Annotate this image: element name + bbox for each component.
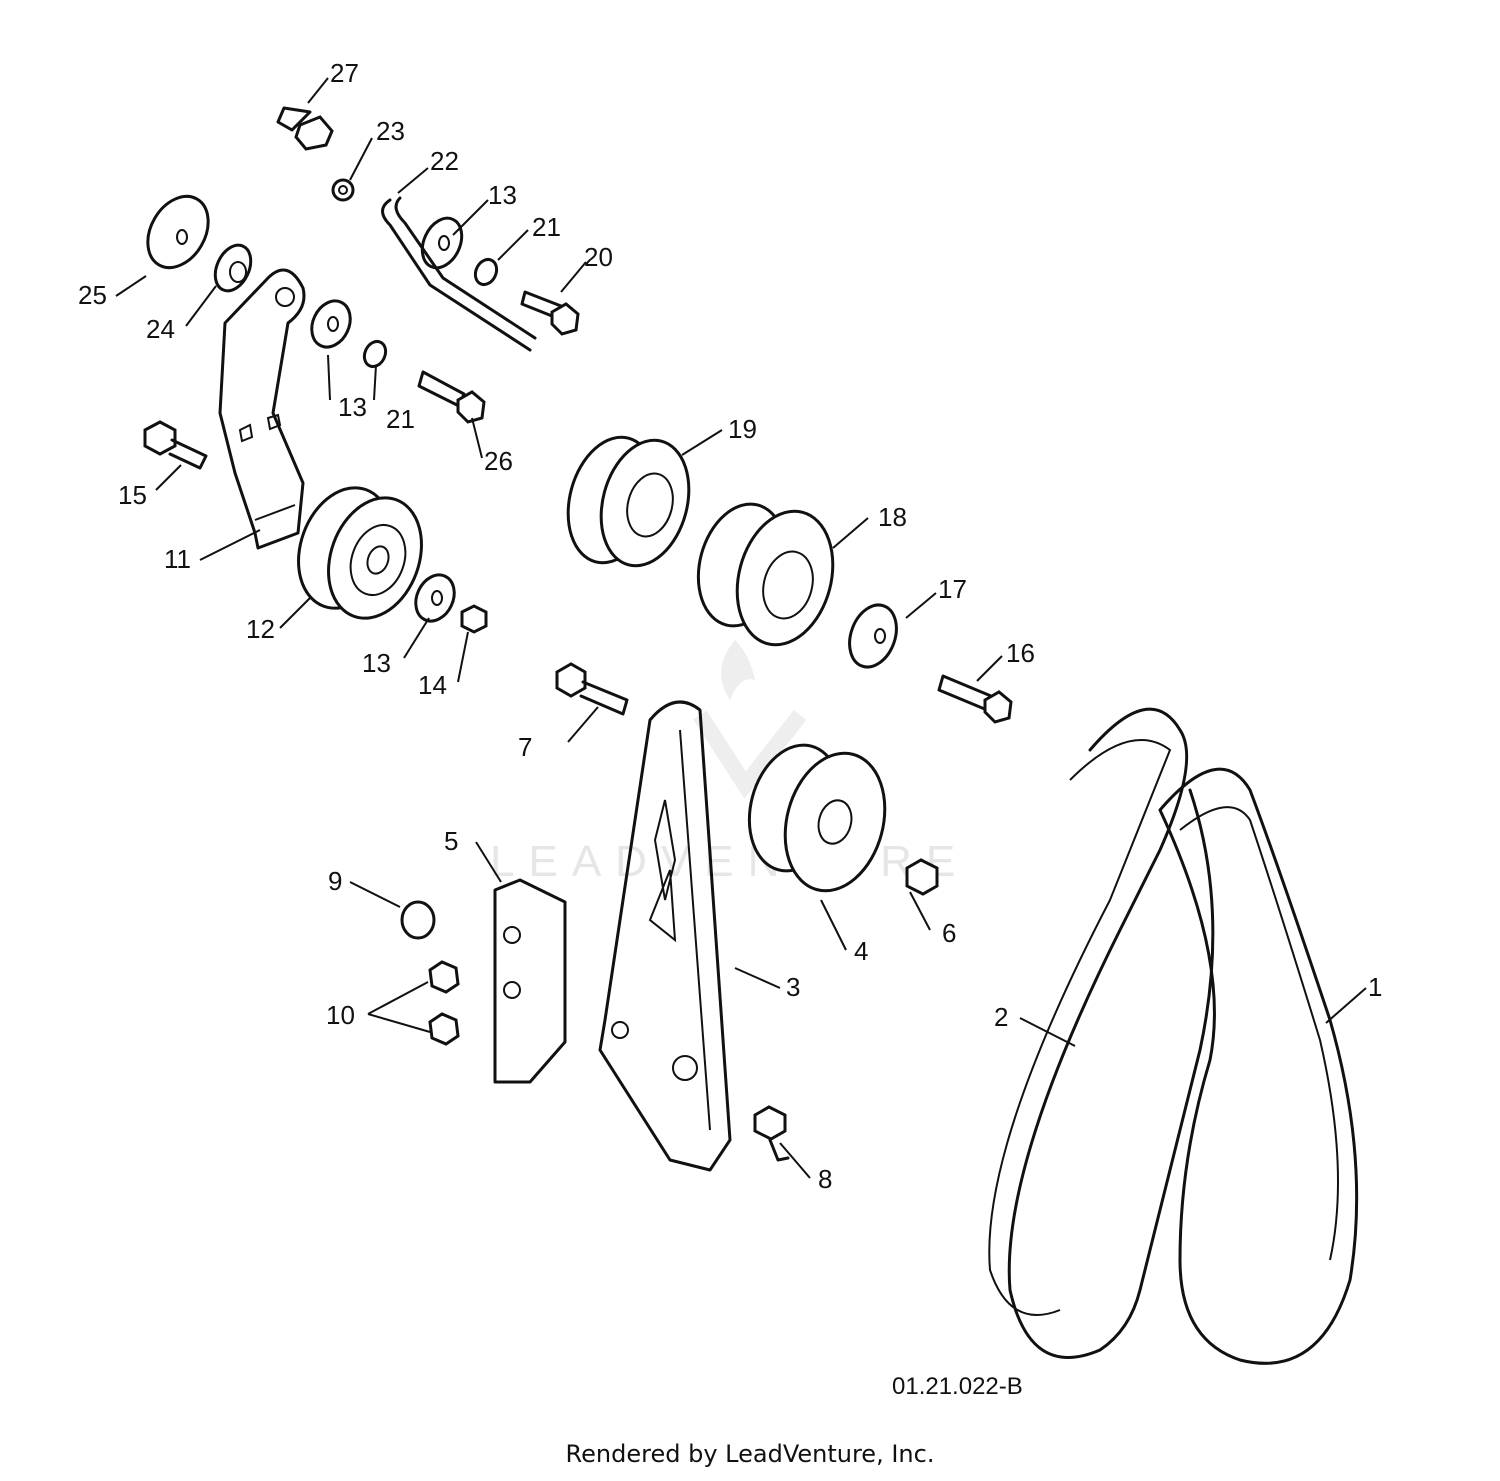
callout-2: 2 — [994, 1002, 1008, 1032]
callout-16: 16 — [1006, 638, 1035, 668]
washer-13-top — [420, 216, 464, 270]
callout-24: 24 — [146, 314, 175, 344]
rod-22 — [381, 196, 537, 352]
spacer-17 — [848, 603, 898, 669]
callout-18: 18 — [878, 502, 907, 532]
leader-lines — [115, 77, 1367, 1179]
pulley-4 — [747, 743, 887, 893]
callout-4: 4 — [854, 936, 868, 966]
callout-22: 22 — [430, 146, 459, 176]
callout-9: 9 — [328, 866, 342, 896]
callout-15: 15 — [118, 480, 147, 510]
spacer-24 — [213, 243, 253, 293]
pulley-12 — [297, 486, 423, 620]
callout-12: 12 — [246, 614, 275, 644]
callout-5: 5 — [444, 826, 458, 856]
nut-6 — [905, 858, 939, 896]
callout-10: 10 — [326, 1000, 355, 1030]
bolts-10 — [428, 960, 460, 1046]
footer-credit: Rendered by LeadVenture, Inc. — [565, 1440, 935, 1468]
callout-8: 8 — [818, 1164, 832, 1194]
bolt-8 — [753, 1105, 790, 1162]
pulley-19 — [566, 435, 691, 568]
callout-13-top: 13 — [488, 180, 517, 210]
callout-7: 7 — [518, 732, 532, 762]
belt-2 — [988, 707, 1215, 1359]
callout-11: 11 — [164, 544, 191, 574]
callouts: 1 2 3 4 5 6 7 8 9 10 11 12 13 13 13 14 1… — [78, 58, 1382, 1194]
callout-25: 25 — [78, 280, 107, 310]
washer-13-bottom — [414, 573, 456, 623]
nut-14 — [460, 604, 488, 634]
bolt-16 — [937, 674, 1013, 724]
bolt-27 — [276, 106, 334, 151]
plate-5 — [493, 878, 567, 1084]
bolt-15 — [143, 420, 208, 470]
callout-21-top: 21 — [532, 212, 561, 242]
callout-1: 1 — [1368, 972, 1382, 1002]
callout-27: 27 — [330, 58, 359, 88]
callout-20: 20 — [584, 242, 613, 272]
washer-25 — [146, 194, 210, 270]
washer-21-top — [473, 257, 499, 287]
callout-13-mid: 13 — [338, 392, 367, 422]
nut-9 — [400, 900, 436, 940]
washer-13-mid — [310, 299, 352, 349]
callout-19: 19 — [728, 414, 757, 444]
bracket-3 — [598, 700, 732, 1172]
bolt-7 — [555, 662, 629, 716]
washer-23 — [331, 178, 355, 202]
callout-14: 14 — [418, 670, 447, 700]
washer-21-mid — [362, 339, 388, 369]
callout-13-bottom: 13 — [362, 648, 391, 678]
pulley-18 — [696, 502, 835, 647]
belt-1 — [1158, 767, 1359, 1365]
callout-6: 6 — [942, 918, 956, 948]
callout-17: 17 — [938, 574, 967, 604]
diagram-code: 01.21.022-B — [892, 1373, 1023, 1400]
callout-3: 3 — [786, 972, 800, 1002]
callout-26: 26 — [484, 446, 513, 476]
watermark-text: LEADVENTURE — [490, 837, 969, 886]
bolt-20 — [520, 290, 580, 336]
callout-21-mid: 21 — [386, 404, 415, 434]
idler-arm-11 — [218, 268, 306, 550]
bolt-26 — [417, 370, 486, 424]
callout-23: 23 — [376, 116, 405, 146]
